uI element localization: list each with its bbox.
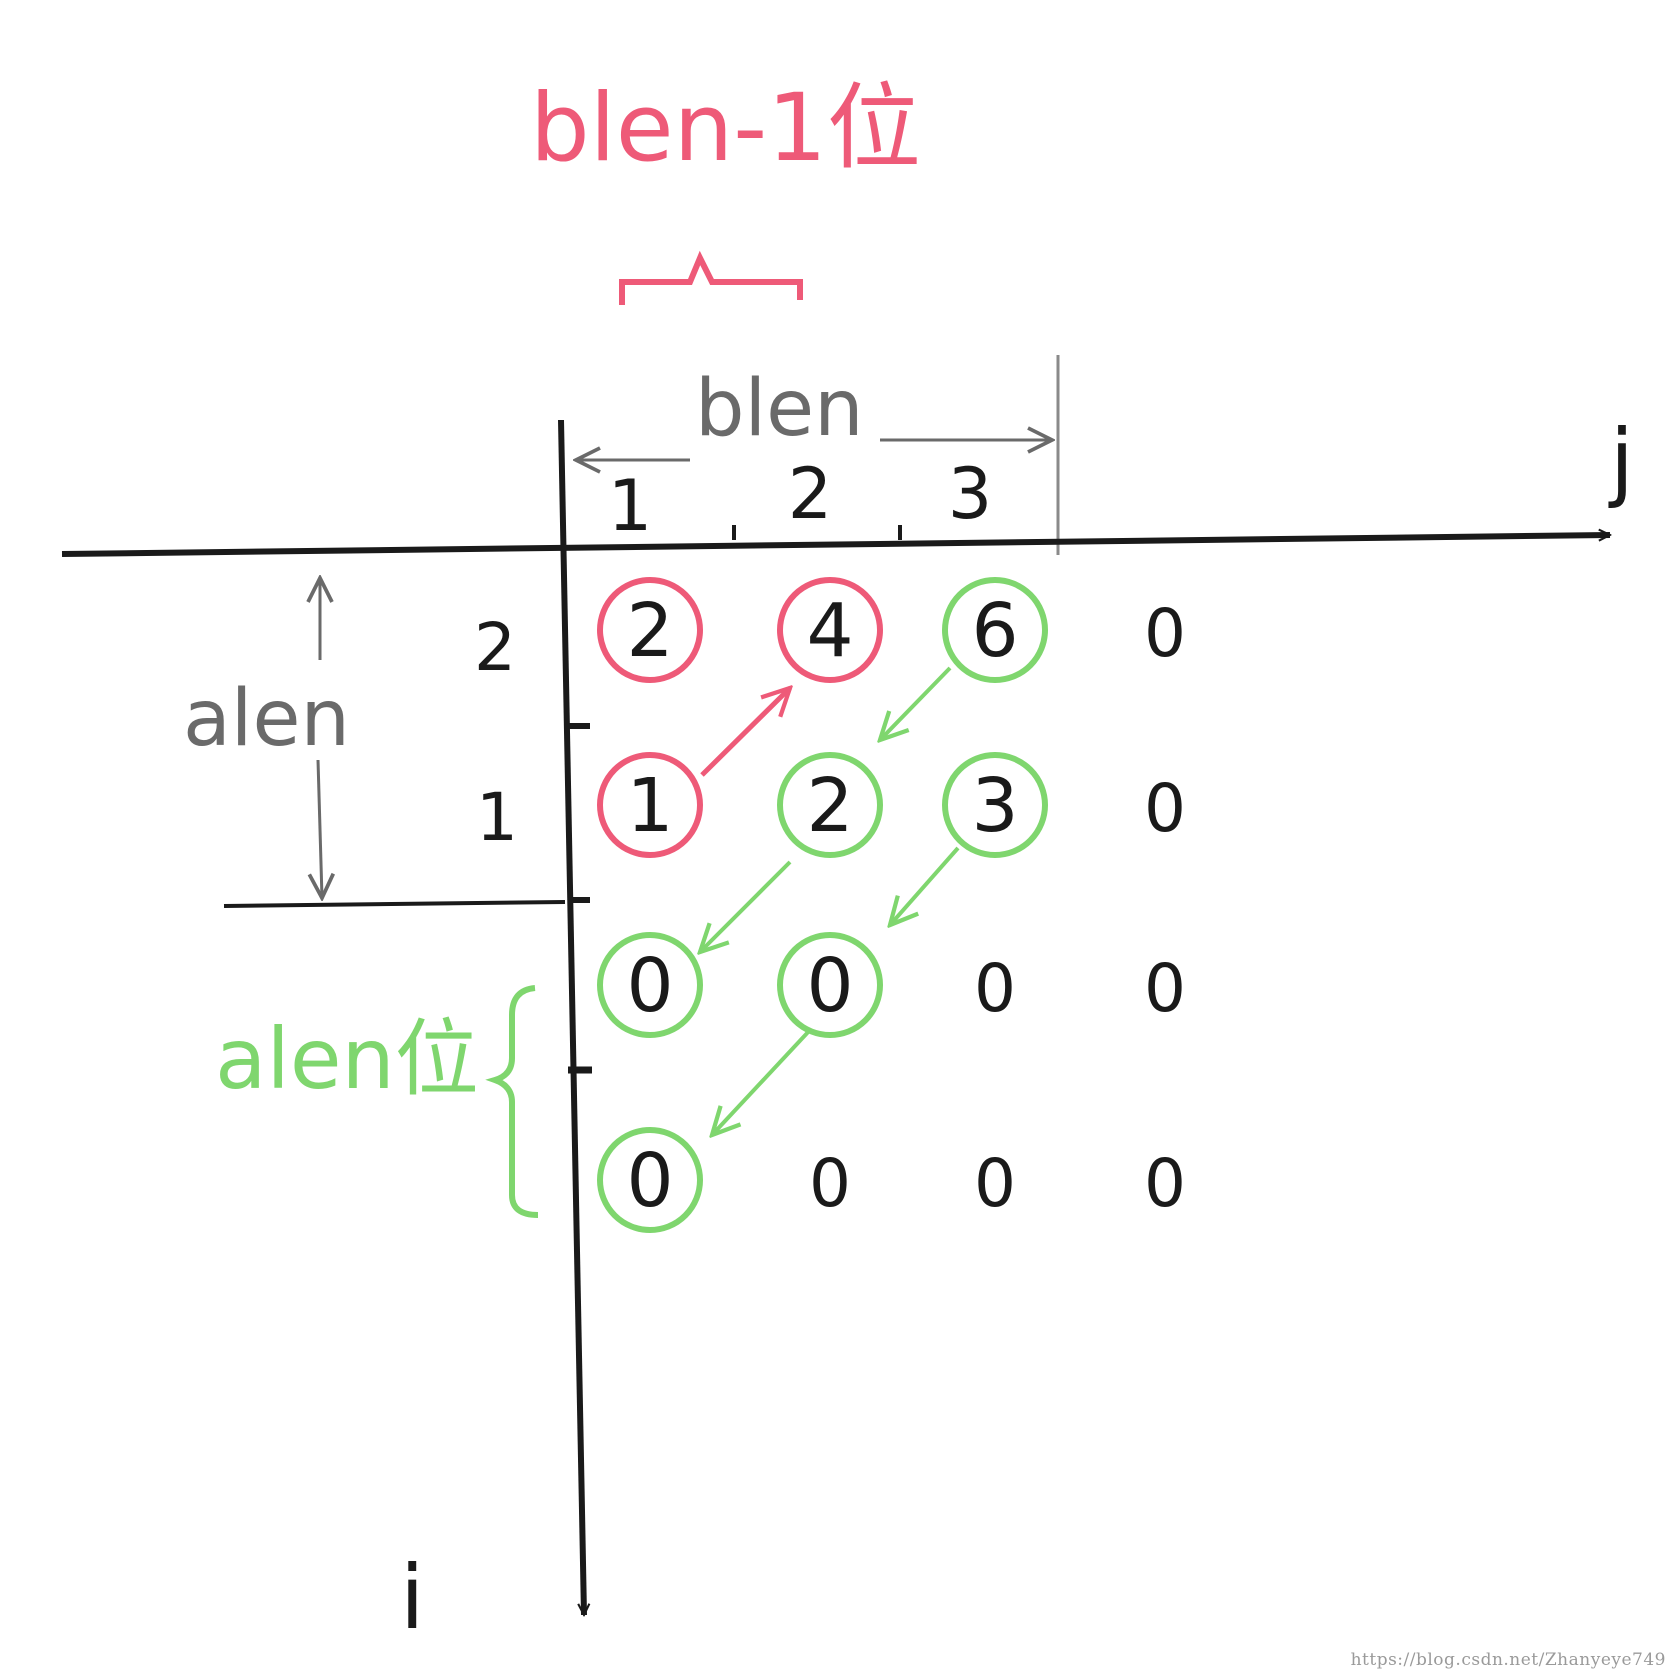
cell-value-r3-c3: 0 <box>1144 1145 1186 1222</box>
cell-circle-r0-c1 <box>777 577 883 683</box>
cell-value-r1-c0: 1 <box>626 763 673 849</box>
cell-circle-r1-c2 <box>942 752 1048 858</box>
row-index-1: 1 <box>476 779 518 856</box>
green-arrow-3-to-0 <box>890 846 960 925</box>
grid-cells: 2 4 6 0 1 2 3 0 0 0 0 0 0 0 0 0 <box>597 577 1186 1233</box>
blen-label: blen <box>695 364 864 454</box>
cell-circle-r3-c0 <box>597 1127 703 1233</box>
cell-circle-r0-c2 <box>942 577 1048 683</box>
cell-value-r2-c1: 0 <box>806 943 853 1029</box>
column-index-1: 1 <box>608 465 653 547</box>
i-axis-label: i <box>400 1546 424 1649</box>
cell-circle-r2-c1 <box>777 932 883 1038</box>
column-index-2: 2 <box>788 453 833 535</box>
cell-value-r3-c2: 0 <box>974 1145 1016 1222</box>
cell-value-r0-c1: 4 <box>806 588 853 674</box>
cell-circle-r2-c0 <box>597 932 703 1038</box>
i-axis <box>558 419 584 1615</box>
cell-circle-r1-c1 <box>777 752 883 858</box>
cell-value-r2-c3: 0 <box>1144 950 1186 1027</box>
green-arrow-0-to-0 <box>712 1028 812 1135</box>
row-index-2: 2 <box>474 609 516 686</box>
red-arrow-1-to-4 <box>700 688 790 777</box>
cell-value-r3-c0: 0 <box>626 1138 673 1224</box>
alen-down-arrow <box>318 759 322 898</box>
alen-label: alen <box>183 674 350 764</box>
green-arrow-6-to-2 <box>880 666 952 740</box>
alen-bottom-line <box>223 900 566 908</box>
green-brace <box>485 985 539 1218</box>
cell-circle-r0-c0 <box>597 577 703 683</box>
cell-value-r0-c0: 2 <box>626 588 673 674</box>
red-bracket <box>619 250 803 305</box>
cell-value-r2-c0: 0 <box>626 943 673 1029</box>
cell-value-r0-c3: 0 <box>1144 595 1186 672</box>
cell-value-r0-c2: 6 <box>971 588 1018 674</box>
column-index-3: 3 <box>948 453 993 535</box>
green-arrow-2-to-0 <box>700 860 792 952</box>
j-axis-label: j <box>1608 411 1634 511</box>
alen-wei-label: alen位 <box>215 1010 479 1108</box>
cell-circle-r1-c0 <box>597 752 703 858</box>
cell-value-r3-c1: 0 <box>809 1145 851 1222</box>
j-axis <box>61 535 1610 557</box>
watermark: https://blog.csdn.net/Zhanyeye749 <box>1350 1650 1666 1670</box>
cell-value-r2-c2: 0 <box>974 950 1016 1027</box>
cell-value-r1-c1: 2 <box>806 763 853 849</box>
top-label-blen-minus-1: blen-1位 <box>530 74 921 183</box>
cell-value-r1-c2: 3 <box>971 763 1018 849</box>
cell-value-r1-c3: 0 <box>1144 770 1186 847</box>
